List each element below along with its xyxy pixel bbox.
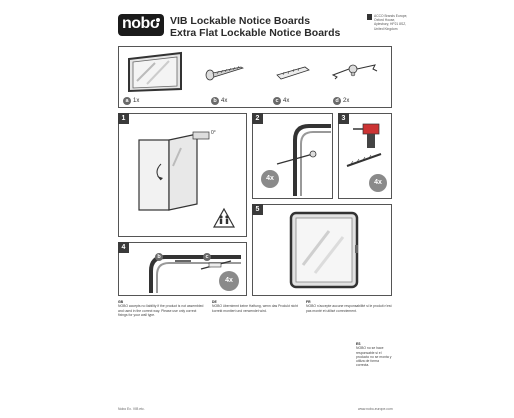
brand-name: nobo	[122, 15, 160, 32]
company-address: ACCO Brands Europe, Oxford House, Aylesb…	[374, 14, 408, 31]
step-1-number: 1	[118, 113, 129, 124]
text-column-2: DE NOBO übernimmt keine Haftung, wenn da…	[212, 300, 300, 313]
step-5-number: 5	[252, 204, 263, 215]
part-c-label: c 4x	[273, 97, 289, 105]
text-column-3: FR NOBO n'accepte aucune responsabilité …	[306, 300, 394, 313]
step-1-box: 1 0°	[118, 113, 247, 237]
part-d-qty: 2x	[343, 98, 350, 104]
column-4-body: NOBO no se hace responsable si el produc…	[356, 346, 392, 368]
part-b-qty: 4x	[221, 98, 228, 104]
column-1-body: NOBO accepts no liability if the product…	[118, 304, 204, 317]
text-column-4: ES NOBO no se hace responsable si el pro…	[356, 342, 392, 368]
column-1-lang: GB	[118, 300, 124, 304]
part-d-label: d 2x	[333, 97, 349, 105]
board-illustration	[128, 51, 182, 93]
wall-plug-illustration	[276, 66, 310, 80]
step-5-box: 5	[252, 204, 392, 296]
part-c-badge: c	[273, 97, 281, 105]
column-2-lang: DE	[212, 300, 217, 304]
part-a-qty: 1x	[133, 98, 140, 104]
step-2-box: 2 4x	[252, 113, 333, 199]
step-4-count: 4x	[219, 271, 239, 291]
logo-dot-icon	[155, 17, 161, 23]
part-c-qty: 4x	[283, 98, 290, 104]
text-column-1: GB NOBO accepts no liability if the prod…	[118, 300, 206, 317]
part-d-badge: d	[333, 97, 341, 105]
parts-box: a 1x b 4x c 4x d 2x	[118, 46, 392, 108]
part-a-label: a 1x	[123, 97, 139, 105]
page-title: VIB Lockable Notice Boards Extra Flat Lo…	[170, 15, 340, 39]
mounted-board-illustration	[289, 211, 359, 289]
step-3-count: 4x	[369, 174, 387, 192]
step-1-angle: 0°	[211, 130, 216, 136]
part-a-badge: a	[123, 97, 131, 105]
nobo-logo: nobo	[118, 14, 164, 36]
part-b-badge: b	[211, 97, 219, 105]
step-2-count: 4x	[261, 170, 279, 188]
step-3-box: 3 4x	[338, 113, 392, 199]
column-3-lang: FR	[306, 300, 311, 304]
drill-illustration	[346, 123, 382, 167]
step-2-number: 2	[252, 113, 263, 124]
step-4-box: 4 b c 4x	[118, 242, 247, 296]
title-line-1: VIB Lockable Notice Boards	[170, 15, 311, 27]
column-4-lang: ES	[356, 342, 361, 346]
step-2-illustration	[276, 124, 331, 196]
two-person-warning-icon	[212, 207, 236, 228]
column-3-body: NOBO n'accepte aucune responsabilité si …	[306, 304, 392, 313]
step-3-number: 3	[338, 113, 349, 124]
step-4-label-b: b	[155, 253, 163, 261]
keys-illustration	[331, 64, 378, 80]
screw-illustration	[205, 65, 244, 81]
company-mark-icon	[367, 14, 372, 20]
step-4-illustration	[149, 255, 241, 293]
part-b-label: b 4x	[211, 97, 227, 105]
footer-website: www.nobo-europe.com	[358, 407, 393, 411]
step-4-label-c: c	[203, 253, 211, 261]
step-4-number: 4	[118, 242, 129, 253]
title-line-2: Extra Flat Lockable Notice Boards	[170, 27, 341, 39]
footer-left-text: Nobo Ex. VIB etc.	[118, 407, 145, 411]
column-2-body: NOBO übernimmt keine Haftung, wenn das P…	[212, 304, 298, 313]
step-1-illustration	[138, 131, 210, 211]
